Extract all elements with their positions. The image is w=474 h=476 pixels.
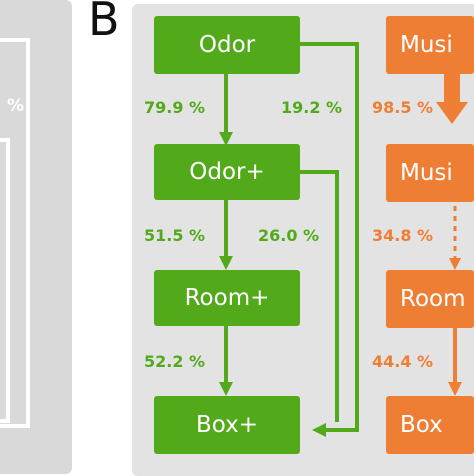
pct-odor-to-box: 19.2 % xyxy=(281,98,343,117)
node-room-plus: Room+ xyxy=(154,270,300,326)
arrowhead-orange-second xyxy=(449,258,461,270)
arrow-odorplus-to-box xyxy=(300,170,339,422)
node-box-plus: Box+ xyxy=(154,396,300,454)
arrow-orange-first xyxy=(436,74,468,124)
arrowhead-room-to-box xyxy=(219,382,233,396)
pct-orange-first: 98.5 % xyxy=(372,98,434,117)
pct-orange-second: 34.8 % xyxy=(372,226,434,245)
pct-odor-to-odorplus: 79.9 % xyxy=(144,98,206,117)
left-panel: % xyxy=(0,0,72,474)
arrowhead-odor-to-box xyxy=(312,423,326,437)
pct-room-to-box: 52.2 % xyxy=(144,352,206,371)
node-room-orange: Room xyxy=(386,270,474,328)
pct-odorplus-to-box: 26.0 % xyxy=(258,226,320,245)
pct-orange-third: 44.4 % xyxy=(372,352,434,371)
node-odor: Odor xyxy=(154,16,300,74)
left-panel-inner-line xyxy=(0,138,10,423)
pct-odorplus-to-room: 51.5 % xyxy=(144,226,206,245)
arrowhead-odor-to-odorplus xyxy=(219,132,233,146)
left-panel-outer-line xyxy=(0,38,30,428)
node-music: Musi xyxy=(386,16,474,74)
arrowhead-orange-third xyxy=(448,382,462,396)
left-panel-percent: % xyxy=(6,96,24,116)
arrow-odor-to-box xyxy=(300,42,359,432)
node-odor-plus: Odor+ xyxy=(154,144,300,200)
panel-label: B xyxy=(88,0,120,46)
node-music-plus: Musi xyxy=(386,144,474,202)
node-box-orange: Box xyxy=(386,396,474,454)
arrowhead-odorplus-to-room xyxy=(219,256,233,270)
